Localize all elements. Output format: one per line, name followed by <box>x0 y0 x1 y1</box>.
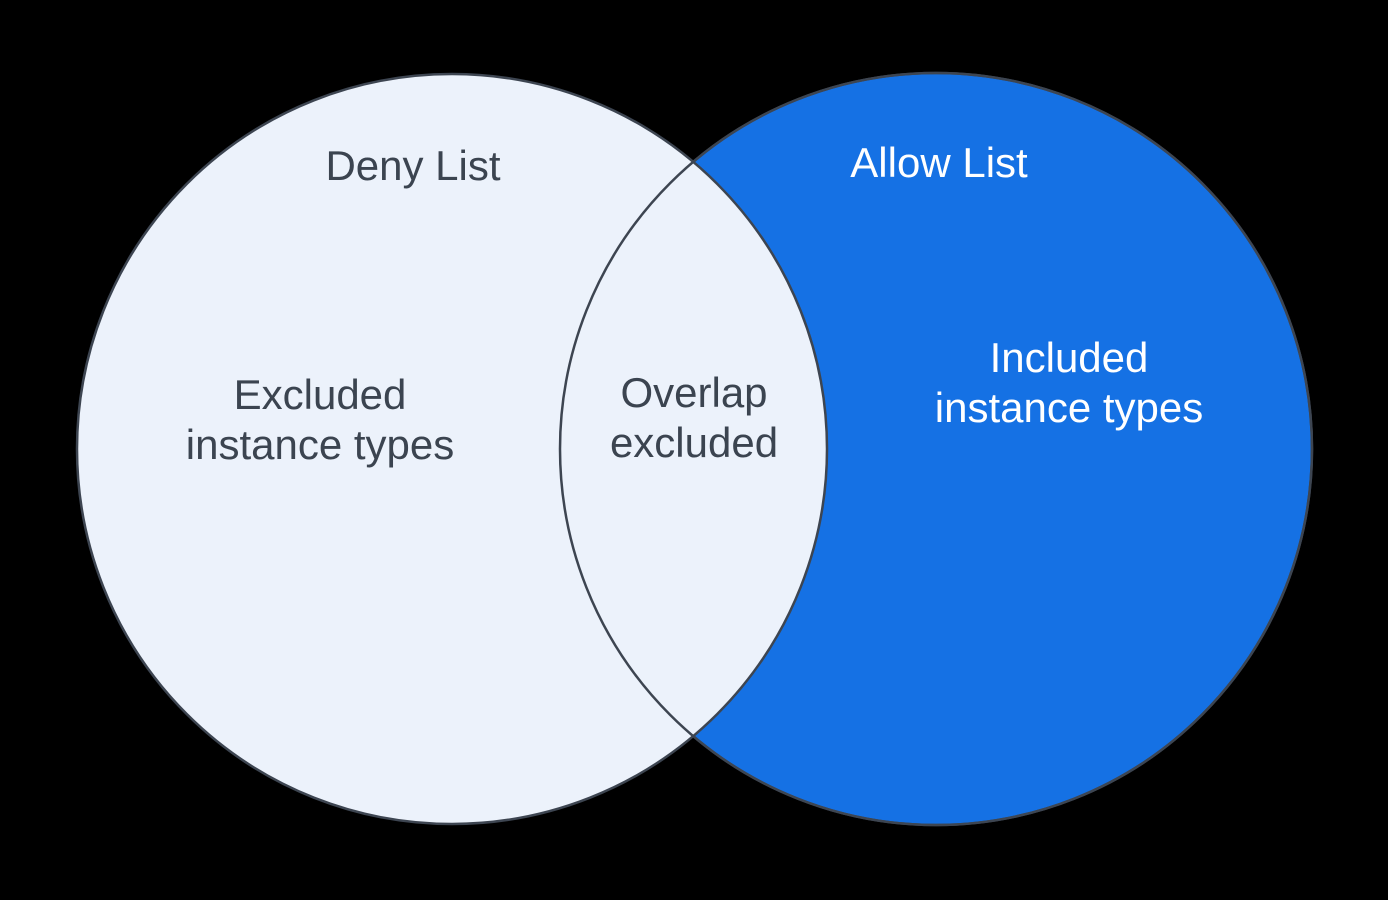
deny-circle <box>75 72 829 826</box>
allow-region-label: Included instance types <box>935 333 1204 433</box>
deny-list-title: Deny List <box>325 142 501 189</box>
allow-region-label-line2: instance types <box>934 384 1204 431</box>
overlap-region-label-line2: excluded <box>609 419 779 466</box>
allow-circle-outline <box>558 71 1314 827</box>
overlap-region-label-line1: Overlap <box>620 369 768 416</box>
deny-region-label-line2: instance types <box>185 421 455 468</box>
deny-region-label: Excluded instance types <box>186 370 455 470</box>
deny-region-label-line1: Excluded <box>233 371 407 418</box>
overlap-region-label: Overlap excluded <box>610 368 778 468</box>
allow-list-title: Allow List <box>850 139 1028 186</box>
allow-region-label-line1: Included <box>989 334 1149 381</box>
